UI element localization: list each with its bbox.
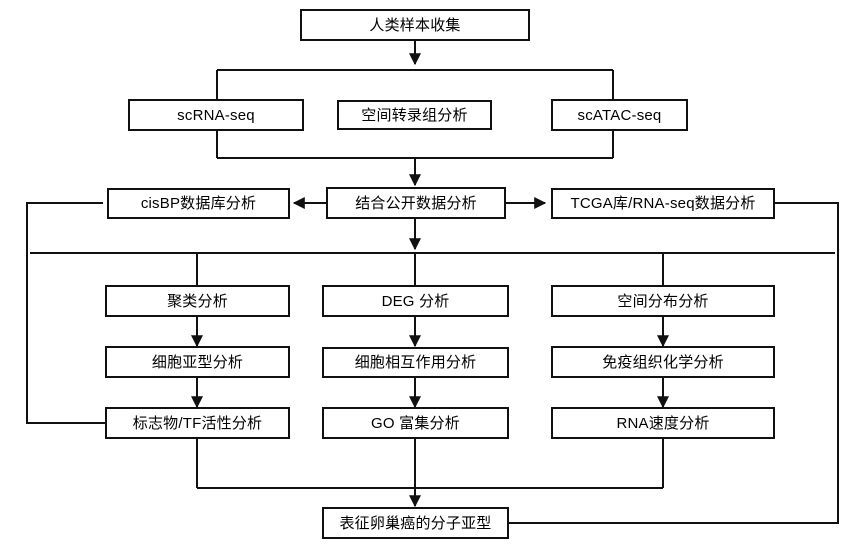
node-spatial-distribution[interactable]: 空间分布分析	[551, 285, 775, 317]
node-spatial-transcriptome[interactable]: 空间转录组分析	[337, 100, 492, 130]
edge-feedback-marker-to-cisbp	[26, 202, 105, 424]
node-molecular-subtype-result[interactable]: 表征卵巢癌的分子亚型	[322, 507, 509, 539]
node-human-sample-collection[interactable]: 人类样本收集	[300, 9, 530, 41]
node-marker-tf-activity[interactable]: 标志物/TF活性分析	[105, 407, 290, 439]
node-cell-subtype[interactable]: 细胞亚型分析	[105, 346, 290, 378]
node-cell-interaction[interactable]: 细胞相互作用分析	[322, 347, 509, 378]
node-public-data-analysis[interactable]: 结合公开数据分析	[326, 187, 506, 219]
node-rna-velocity[interactable]: RNA速度分析	[551, 407, 775, 439]
node-scrna-seq[interactable]: scRNA-seq	[128, 99, 304, 131]
node-immunohistochemistry[interactable]: 免疫组织化学分析	[551, 346, 775, 378]
node-deg-analysis[interactable]: DEG 分析	[322, 285, 509, 317]
node-tcga-rnaseq[interactable]: TCGA库/RNA-seq数据分析	[551, 188, 775, 219]
node-clustering-analysis[interactable]: 聚类分析	[105, 285, 290, 317]
node-go-enrichment[interactable]: GO 富集分析	[322, 407, 509, 439]
node-cisbp-database[interactable]: cisBP数据库分析	[107, 188, 290, 219]
node-scatac-seq[interactable]: scATAC-seq	[551, 99, 688, 131]
